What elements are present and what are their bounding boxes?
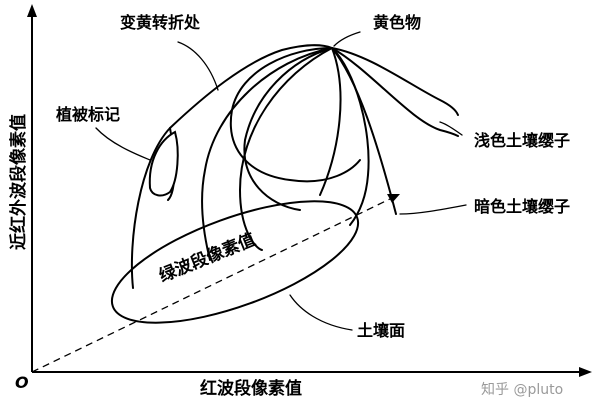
cap-mesh-lines	[201, 47, 459, 261]
mesh-line-6	[319, 47, 342, 196]
leader-soil-surface	[289, 294, 353, 331]
label-dark-soil-cap: 暗色土壤缨子	[474, 197, 570, 216]
watermark: 知乎 @pluto	[481, 381, 563, 398]
label-yellow-matter: 黄色物	[373, 13, 421, 32]
mesh-line-1	[201, 47, 333, 261]
axes	[27, 4, 592, 377]
x-axis-label: 红波段像素值	[200, 378, 302, 399]
x-axis-arrow	[579, 367, 592, 377]
vegetation-mark-blob	[148, 130, 179, 197]
label-green-axis: 绿波段像素值	[156, 229, 258, 287]
light-soil-fringe-2	[331, 47, 459, 116]
leader-lines	[95, 31, 467, 331]
mesh-line-2	[239, 47, 333, 251]
light-soil-fringe-1	[331, 47, 459, 137]
leader-yellow-matter	[333, 31, 361, 47]
label-light-soil-cap: 浅色土壤缨子	[474, 131, 570, 150]
label-yellowing-turn: 变黄转折处	[120, 13, 201, 32]
mesh-line-4	[229, 47, 361, 183]
label-soil-surface: 土壤面	[357, 321, 405, 340]
origin-label: O	[15, 373, 29, 392]
leader-light-soil	[439, 121, 463, 136]
y-axis-label: 近红外波段像素值	[8, 114, 29, 250]
leader-vegetation	[95, 127, 151, 161]
leader-dark-soil	[399, 204, 467, 215]
leader-yellowing-turn	[177, 41, 219, 91]
green-axis-dashed	[31, 197, 393, 373]
dark-soil-fringe	[331, 47, 397, 215]
tasseled-cap-outline	[130, 44, 333, 289]
mesh-line-3	[243, 47, 333, 211]
y-axis-arrow	[27, 4, 37, 17]
label-vegetation-mark: 植被标记	[55, 105, 120, 124]
soil-surface-ellipse	[110, 200, 360, 324]
